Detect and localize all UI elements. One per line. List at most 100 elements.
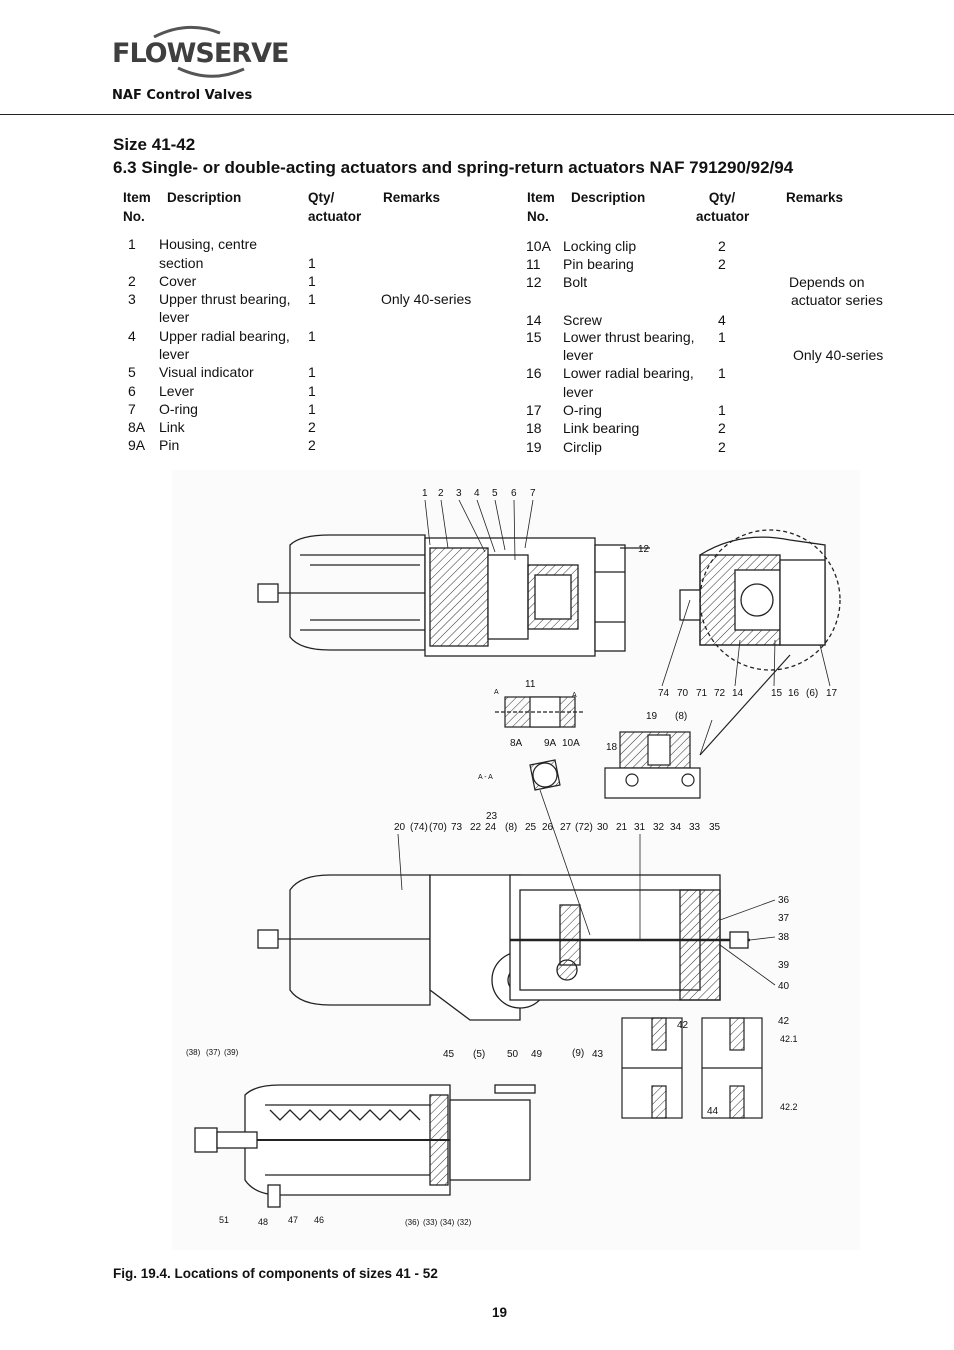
division-name: NAF Control Valves [112,88,253,103]
callout-label: 2 [438,488,444,499]
left-header-remarks: Remarks [383,190,441,205]
callout-label: 39 [778,960,790,971]
callout-label: 33 [689,822,701,833]
section-aa-detail [495,696,585,791]
callout-label: (6) [806,688,818,699]
callout-label: 3 [456,488,462,499]
callout-label: 38 [778,932,790,943]
page-number: 19 [492,1305,508,1320]
figure-caption: Fig. 19.4. Locations of components of si… [113,1266,438,1281]
callout-label: (5) [473,1049,485,1060]
side-actuator-view [679,529,841,671]
callout-label: 15 [771,688,783,699]
callout-label: 73 [451,822,463,833]
callout-label: (32) [457,1218,472,1227]
callout-label: 27 [560,822,572,833]
callout-label: (37) [206,1048,221,1057]
callout-label: 72 [714,688,726,699]
actuator-exploded-drawing: 1 2 3 4 5 6 7 12 74 70 71 72 14 15 16 (6… [172,470,860,1250]
callout-label: (74) [410,822,428,833]
callout-label: 48 [258,1217,268,1227]
leader-lines [397,499,831,986]
callout-label: 30 [597,822,609,833]
callout-label: 12 [638,544,650,555]
spring-actuator-view [194,1084,536,1208]
callout-label: 18 [606,742,618,753]
callout-label: 10A [562,738,580,749]
right-header-description: Description [571,190,646,205]
callout-label: 42 [778,1016,790,1027]
callout-label: A [572,692,577,699]
callout-label: (70) [429,822,447,833]
left-header-qty: Qty/actuator [308,190,362,224]
callout-label: 37 [778,913,790,924]
callout-label: 42.2 [780,1102,798,1112]
callout-label: (38) [186,1048,201,1057]
callout-label: 17 [826,688,838,699]
callout-label: 43 [592,1049,604,1060]
seal-details [621,1017,763,1119]
callout-label: 70 [677,688,689,699]
callout-label: A [494,689,499,696]
callout-label: 21 [616,822,628,833]
callout-label: 45 [443,1049,455,1060]
callout-label: 19 [646,711,658,722]
brand-name: FLOWSERVE [112,38,289,69]
callout-label: 26 [542,822,554,833]
callout-label: 32 [653,822,665,833]
callout-label: 9A [544,738,557,749]
callout-label: 1 [422,488,428,499]
callout-label: (8) [505,822,517,833]
callout-label: 44 [707,1106,719,1117]
callout-label: 7 [530,488,536,499]
callout-label: 35 [709,822,721,833]
callout-label: 34 [670,822,682,833]
callout-label: 49 [531,1049,543,1060]
callout-label: (39) [224,1048,239,1057]
callout-label: 20 [394,822,406,833]
callout-label: 11 [525,679,536,690]
callout-label: 14 [732,688,744,699]
callout-labels: 1 2 3 4 5 6 7 12 74 70 71 72 14 15 16 (6… [186,488,838,1227]
top-actuator-view [257,534,650,657]
callout-label: 24 [485,822,497,833]
callout-label: 31 [634,822,646,833]
callout-label: 51 [219,1215,229,1225]
callout-label: (36) [405,1218,420,1227]
callout-label: 25 [525,822,537,833]
callout-label: 40 [778,981,790,992]
header-divider [0,114,954,115]
callout-label: 74 [658,688,670,699]
callout-label: 71 [696,688,708,699]
callout-label: 47 [288,1215,298,1225]
callout-label: 8A [510,738,523,749]
right-header-qty: Qty/actuator [696,190,750,224]
section-title: 6.3 Single- or double-acting actuators a… [113,158,794,177]
callout-label: 50 [507,1049,519,1060]
logo-arc-bottom-icon [177,66,245,78]
callout-label: 5 [492,488,498,499]
callout-label: 36 [778,895,790,906]
callout-label: (34) [440,1218,455,1227]
callout-label: 46 [314,1215,324,1225]
callout-label: 42 [677,1020,689,1031]
callout-label: 16 [788,688,800,699]
callout-label: 23 [486,811,498,822]
logo-arc-top-icon [153,25,221,38]
callout-label: (8) [675,711,687,722]
left-header-description: Description [167,190,242,205]
size-title: Size 41-42 [113,135,196,154]
right-header-remarks: Remarks [786,190,844,205]
callout-label: A - A [478,774,493,781]
callout-label: (9) [572,1048,584,1059]
callout-label: 6 [511,488,517,499]
callout-label: 4 [474,488,480,499]
flowserve-logo: FLOWSERVE [112,24,289,84]
callout-label: 22 [470,822,482,833]
link-bearing-detail [604,654,791,799]
callout-label: 42.1 [780,1034,798,1044]
callout-label: (33) [423,1218,438,1227]
middle-actuator-view [257,874,750,1021]
